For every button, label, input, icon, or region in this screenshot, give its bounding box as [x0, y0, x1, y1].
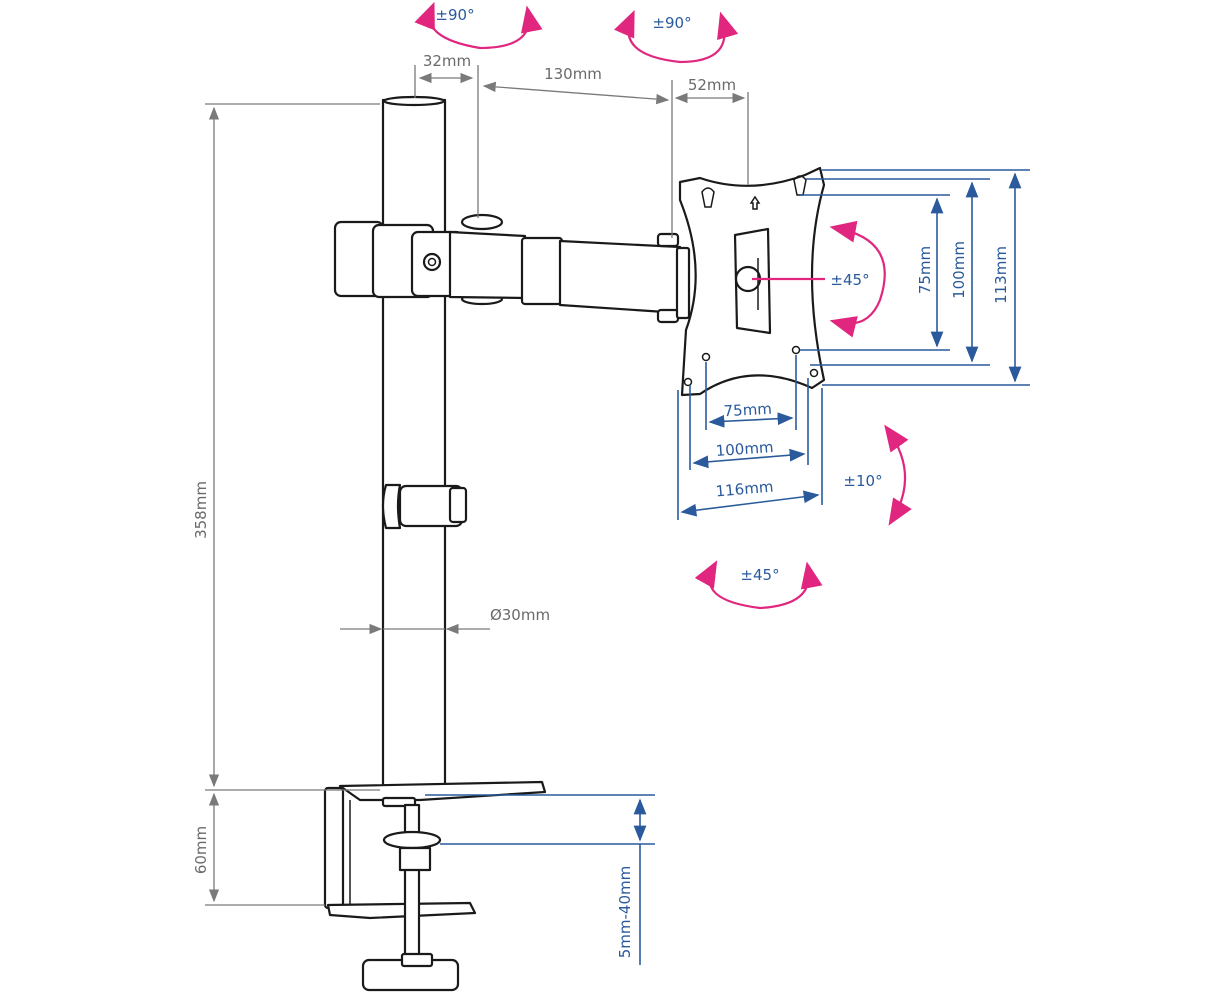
- arm-length-label: 130mm: [544, 65, 602, 83]
- rotation-arrows: [414, 1, 912, 610]
- pole-diameter-label: Ø30mm: [490, 606, 550, 624]
- joint-to-plate-label: 52mm: [688, 76, 736, 94]
- desk-clamp: [323, 780, 547, 992]
- cable-clip: [381, 483, 468, 530]
- vesa-horizontal-75-label: 75mm: [723, 400, 772, 421]
- desk-thickness-label: 5mm-40mm: [616, 866, 634, 959]
- gray-dimensions: [205, 65, 749, 906]
- tilt-label: ±10°: [843, 472, 882, 490]
- vesa-vertical-100-label: 100mm: [950, 241, 968, 299]
- arm-rotation-pole-label: ±90°: [435, 6, 474, 24]
- vesa-vertical-75-label: 75mm: [916, 246, 934, 294]
- pole-offset-label: 32mm: [423, 52, 471, 70]
- vesa-plate: [678, 166, 826, 397]
- plate-rotation-label: ±45°: [830, 271, 869, 289]
- vesa-horizontal-100-label: 100mm: [715, 438, 774, 460]
- arm-rotation-joint-label: ±90°: [652, 14, 691, 32]
- blue-dimensions: [425, 169, 1030, 965]
- plate-width-label: 116mm: [715, 478, 774, 501]
- arm: [333, 213, 691, 324]
- pole-height-label: 358mm: [192, 481, 210, 539]
- swivel-label: ±45°: [740, 566, 779, 584]
- pole: [381, 95, 447, 792]
- clamp-height-label: 60mm: [192, 826, 210, 874]
- plate-height-label: 113mm: [992, 246, 1010, 304]
